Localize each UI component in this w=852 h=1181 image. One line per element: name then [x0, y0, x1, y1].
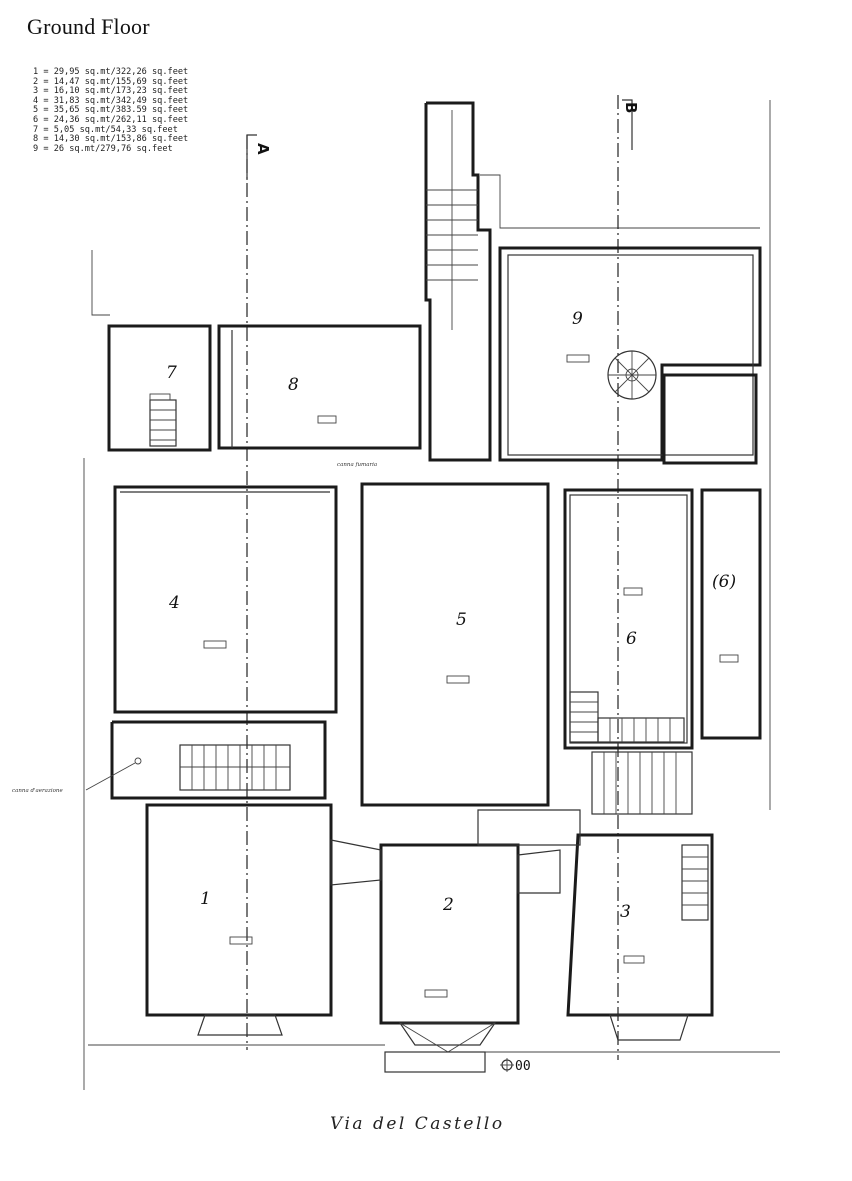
legend-item: 8 = 14,30 sq.mt/153,86 sq.feet — [33, 134, 189, 145]
street-name: Via del Castello — [330, 1114, 505, 1134]
stair-corridor — [424, 101, 492, 462]
axis-label-b: B — [622, 102, 640, 113]
room-6-annex: (6) — [700, 488, 762, 740]
room-9: 9 — [498, 246, 762, 462]
site-boundary — [83, 100, 780, 1090]
room-label-1: 1 — [200, 889, 211, 909]
room-label-7: 7 — [166, 363, 177, 383]
legend-item: 7 = 5,05 sq.mt/54,33 sq.feet — [33, 124, 178, 135]
room-7: 7 — [107, 324, 212, 452]
lower-stair — [591, 751, 693, 815]
stair-hall: canna d'aerazione — [12, 720, 327, 800]
annotation-canna-aerazione: canna d'aerazione — [12, 788, 63, 794]
storage-room — [662, 373, 758, 465]
room-label-4: 4 — [168, 593, 180, 613]
room-label-6-annex: (6) — [712, 572, 736, 592]
level-marker: 00 — [500, 1058, 531, 1074]
legend-item: 5 = 35,65 sq.mt/383.59 sq.feet — [33, 105, 189, 116]
annotation-canna-fumaria: canna fumaria — [337, 462, 377, 468]
legend-item: 9 = 26 sq.mt/279,76 sq.feet — [33, 143, 173, 154]
room-2: 2 — [379, 843, 520, 1053]
legend-item: 2 = 14,47 sq.mt/155,69 sq.feet — [33, 76, 189, 87]
area-legend: 1 = 29,95 sq.mt/322,26 sq.feet 2 = 14,47… — [33, 67, 189, 154]
legend-item: 1 = 29,95 sq.mt/322,26 sq.feet — [33, 67, 189, 77]
room-label-8: 8 — [288, 375, 299, 395]
room-label-9: 9 — [572, 309, 583, 329]
room-8: 8 canna fumaria — [217, 324, 422, 468]
room-5: 5 — [360, 482, 550, 807]
level-mark-text: 00 — [515, 1059, 531, 1074]
room-label-5: 5 — [456, 610, 467, 630]
page-title: Ground Floor — [27, 14, 150, 39]
room-label-2: 2 — [442, 895, 454, 915]
legend-item: 4 = 31,83 sq.mt/342,49 sq.feet — [33, 95, 189, 106]
room-3: 3 — [566, 833, 714, 1041]
room-6: 6 — [563, 488, 694, 750]
room-1: 1 — [145, 803, 333, 1036]
room-label-3: 3 — [620, 902, 631, 922]
room-4: 4 — [113, 485, 338, 714]
axis-label-a: A — [254, 143, 272, 155]
legend-item: 3 = 16,10 sq.mt/173,23 sq.feet — [33, 86, 189, 97]
axis-lines: A B — [246, 95, 640, 1060]
room-label-6: 6 — [626, 629, 637, 649]
passages — [330, 809, 581, 1073]
legend-item: 6 = 24,36 sq.mt/262,11 sq.feet — [33, 114, 189, 125]
